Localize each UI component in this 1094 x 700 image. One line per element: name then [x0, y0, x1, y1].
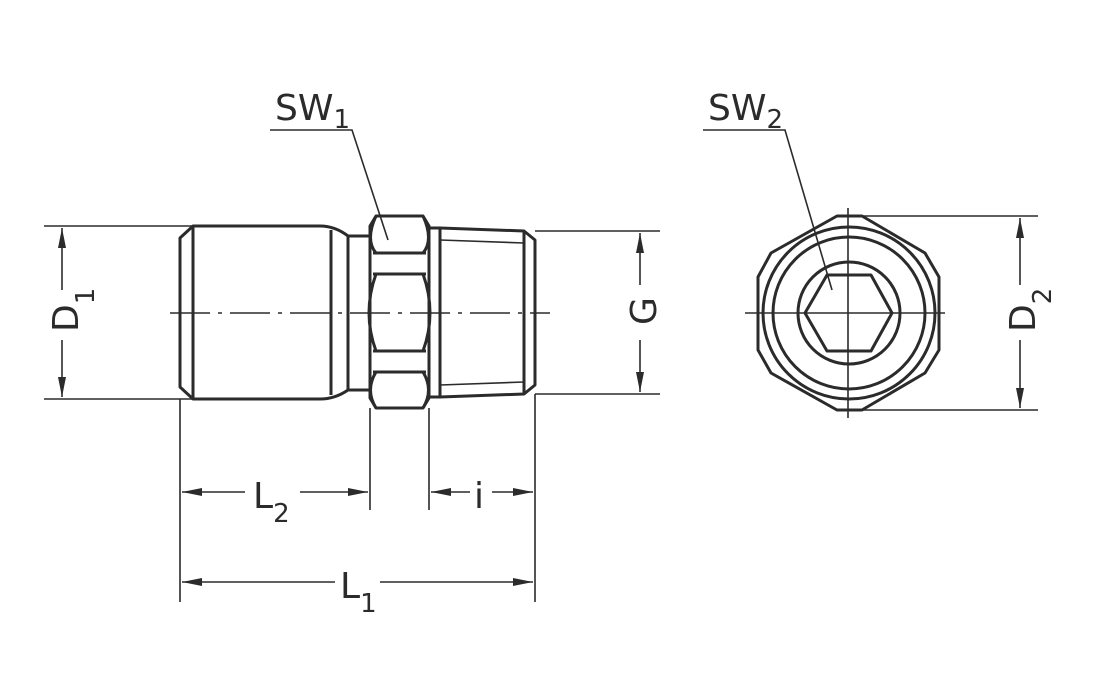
socket-circle — [796, 260, 902, 366]
dimensions — [44, 129, 1038, 602]
leader-sw2 — [703, 129, 833, 291]
label-i: i — [474, 476, 484, 517]
front-view — [745, 208, 945, 418]
label-l2: L2 — [253, 476, 290, 529]
side-view — [170, 214, 550, 410]
label-d1: D1 — [46, 288, 101, 332]
label-g: G — [624, 297, 665, 325]
socket-hex — [803, 273, 894, 353]
left-thread-body — [178, 224, 350, 401]
hex-nut-sw1 — [367, 214, 432, 410]
label-sw1: SW1 — [275, 88, 350, 135]
collar — [348, 234, 370, 392]
middle-circle — [771, 235, 927, 391]
label-l1: L1 — [340, 566, 377, 619]
outer-circle — [761, 225, 937, 401]
label-sw2: SW2 — [708, 88, 783, 135]
leader-sw1 — [270, 129, 389, 241]
label-d2: D2 — [1003, 288, 1058, 332]
right-tapered-thread — [429, 226, 537, 399]
